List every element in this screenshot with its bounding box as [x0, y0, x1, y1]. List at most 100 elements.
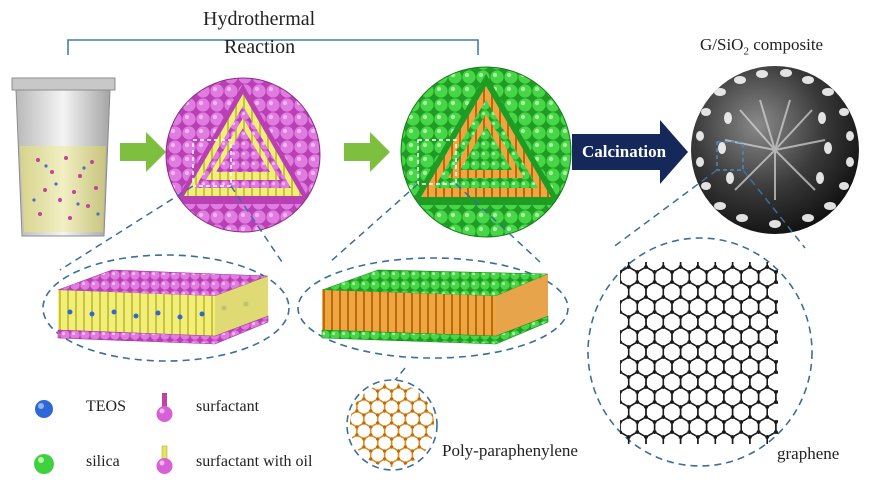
- hexagon-cell: [594, 252, 611, 272]
- lattice-atom: [678, 295, 683, 299]
- hydrothermal-label-line2: Reaction: [224, 36, 296, 58]
- lattice-atom: [369, 433, 373, 437]
- lattice-atom: [452, 425, 455, 428]
- lattice-atom: [756, 280, 761, 284]
- lattice-atom: [418, 469, 421, 472]
- lattice-atom: [376, 421, 380, 425]
- hexagon-cell: [440, 399, 454, 415]
- lattice-atom: [748, 345, 752, 349]
- lattice-atom: [704, 360, 709, 364]
- lattice-atom: [670, 300, 674, 304]
- lattice-atom: [713, 285, 718, 289]
- legend-teos-symbol: [35, 400, 53, 418]
- lattice-atom: [704, 280, 709, 284]
- lattice-atom: [626, 385, 631, 389]
- lattice-atom: [713, 265, 718, 269]
- lattice-atom: [445, 413, 448, 416]
- lattice-atom: [678, 345, 683, 349]
- lattice-atom: [670, 420, 674, 424]
- lattice-atom: [713, 385, 718, 389]
- lattice-atom: [376, 461, 380, 465]
- lattice-atom: [670, 390, 674, 394]
- lattice-atom: [626, 345, 631, 349]
- hexagon-cell: [329, 375, 343, 391]
- lattice-atom: [390, 413, 394, 417]
- lattice-atom: [627, 445, 631, 449]
- lattice-atom: [739, 340, 743, 344]
- lattice-atom: [800, 265, 804, 269]
- hexagon-cell: [329, 447, 343, 463]
- hydrothermal-bracket: [67, 39, 479, 55]
- lattice-atom: [713, 325, 718, 329]
- lattice-atom: [704, 370, 709, 374]
- lattice-atom: [411, 377, 414, 380]
- composite-label-sub: 2: [743, 45, 749, 58]
- calcination-label: Calcination: [581, 142, 667, 161]
- lattice-atom: [439, 433, 442, 436]
- lattice-atom: [342, 377, 345, 380]
- lattice-atom: [722, 340, 726, 344]
- lattice-atom: [355, 409, 359, 413]
- lattice-atom: [445, 461, 448, 464]
- lattice-atom: [635, 300, 640, 304]
- lattice-atom: [713, 295, 718, 299]
- lattice-atom: [610, 255, 614, 259]
- lattice-atom: [670, 310, 674, 314]
- lattice-atom: [342, 449, 345, 452]
- lattice-atom: [783, 265, 787, 269]
- lattice-atom: [800, 405, 804, 409]
- lattice-atom: [670, 270, 674, 274]
- lattice-atom: [431, 461, 434, 465]
- lattice-atom: [348, 469, 351, 472]
- lattice-atom: [756, 340, 761, 344]
- lattice-atom: [748, 295, 752, 299]
- lattice-atom: [610, 435, 614, 439]
- lattice-atom: [661, 315, 666, 319]
- lattice-atom: [383, 385, 387, 389]
- lattice-atom: [439, 409, 442, 412]
- lattice-atom: [722, 280, 726, 284]
- lattice-atom: [335, 469, 338, 472]
- lattice-atom: [756, 400, 761, 404]
- lattice-atom: [335, 437, 338, 440]
- lattice-atom: [800, 285, 804, 289]
- lattice-atom: [765, 315, 769, 319]
- lattice-atom: [410, 409, 414, 413]
- lattice-atom: [376, 373, 379, 376]
- hexagon-cell: [418, 458, 434, 467]
- lattice-atom: [687, 280, 692, 284]
- lattice-atom: [661, 385, 666, 389]
- lattice-atom: [722, 310, 726, 314]
- lattice-atom: [748, 285, 752, 289]
- lattice-atom: [774, 370, 778, 374]
- poly-paraphenylene-callout: [329, 373, 455, 476]
- lattice-atom: [774, 250, 778, 254]
- lattice-atom: [774, 270, 778, 274]
- lattice-atom: [644, 405, 648, 409]
- lattice-atom: [417, 437, 421, 441]
- lattice-atom: [439, 473, 442, 476]
- lattice-atom: [748, 375, 752, 379]
- lattice-atom: [376, 445, 380, 449]
- hexagon-cell: [329, 399, 343, 415]
- lattice-atom: [620, 270, 622, 274]
- lattice-atom: [432, 469, 435, 472]
- lattice-atom: [791, 270, 795, 274]
- lattice-atom: [748, 315, 752, 319]
- autoclave-beaker: [11, 77, 116, 237]
- lattice-atom: [678, 375, 683, 379]
- lattice-atom: [774, 280, 778, 284]
- lattice-atom: [425, 377, 428, 380]
- lattice-atom: [626, 265, 631, 269]
- lattice-atom: [704, 430, 709, 434]
- lattice-atom: [342, 473, 345, 476]
- lattice-atom: [687, 270, 692, 274]
- lattice-atom: [722, 390, 726, 394]
- lattice-atom: [390, 445, 394, 449]
- lattice-atom: [376, 397, 380, 401]
- lattice-atom: [601, 420, 605, 424]
- lattice-atom: [369, 425, 373, 429]
- lattice-atom: [369, 449, 373, 453]
- hexagon-cell: [350, 458, 351, 467]
- lattice-atom: [626, 405, 631, 409]
